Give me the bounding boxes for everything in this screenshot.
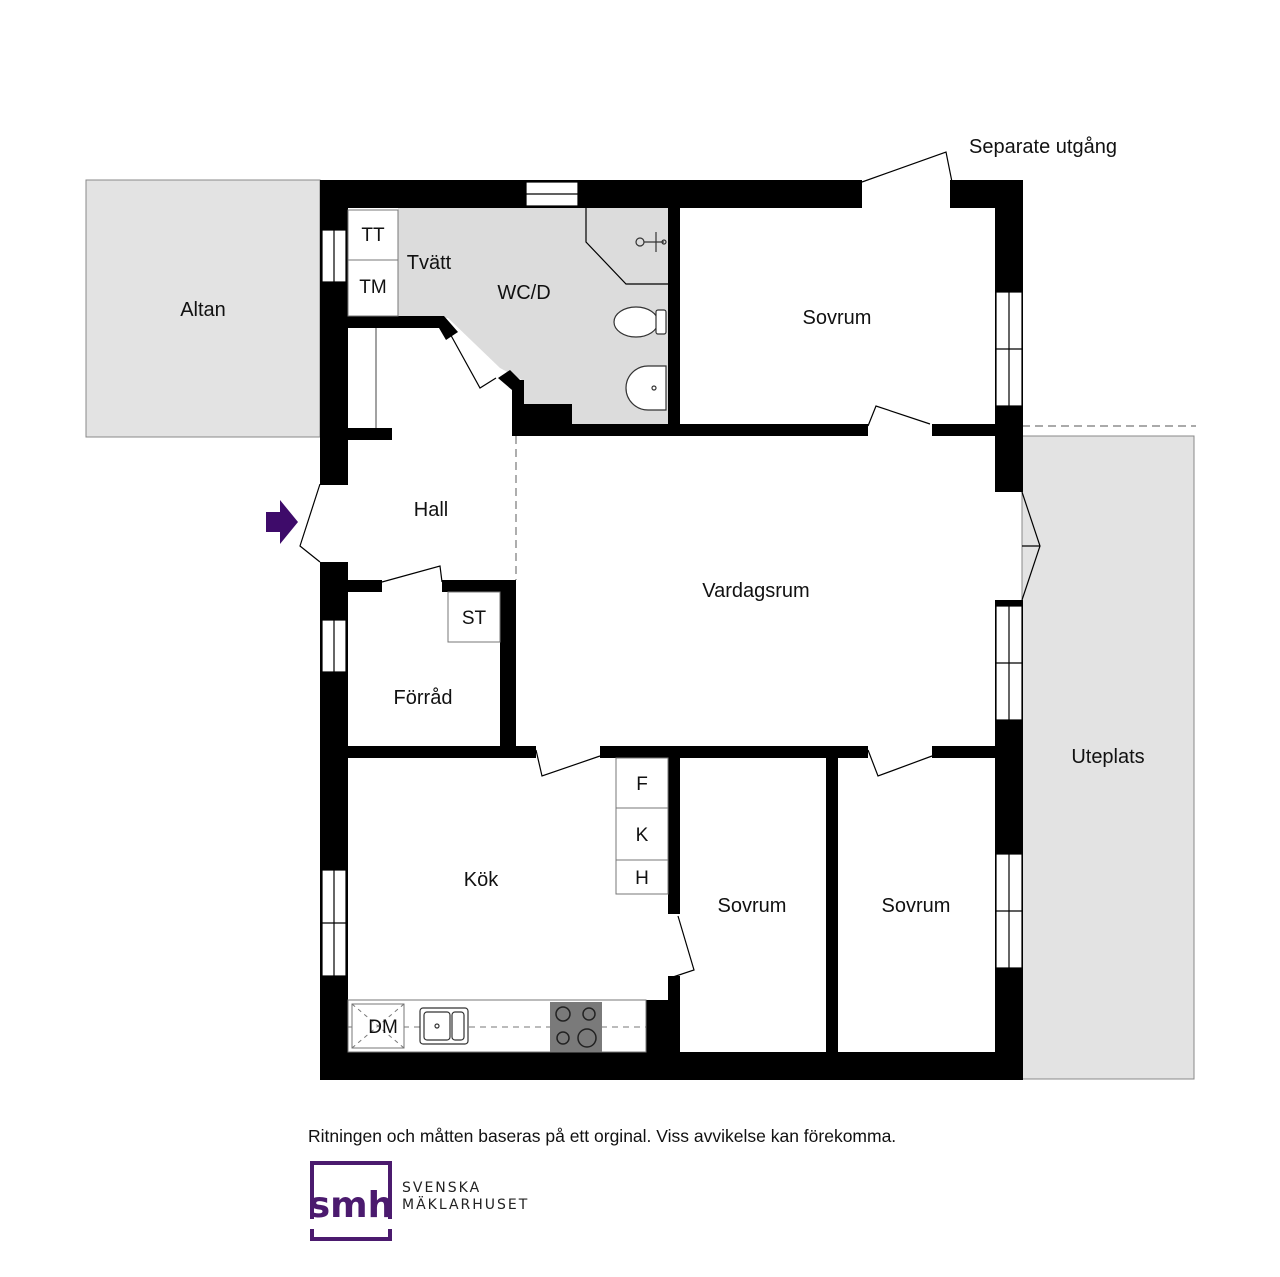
label-forrad: Förråd <box>394 687 453 709</box>
label-vardagsrum: Vardagsrum <box>702 580 809 602</box>
label-dm: DM <box>368 1017 398 1038</box>
label-sovrum-mid: Sovrum <box>718 895 787 917</box>
doors <box>299 151 1041 979</box>
label-sovrum-top: Sovrum <box>803 307 872 329</box>
label-tt: TT <box>361 225 385 246</box>
smh-logo-icon: smh <box>309 1161 394 1241</box>
storage-st-unit <box>447 591 501 643</box>
stove-icon <box>550 1002 602 1052</box>
label-kok: Kök <box>464 869 499 891</box>
brand-line-1: SVENSKA <box>402 1180 482 1196</box>
toilet-icon <box>613 306 667 338</box>
floor-plan: Altan TT TM Tvätt WC/D Sovrum Separate u… <box>85 136 1196 1080</box>
label-tm: TM <box>359 277 386 298</box>
altan-area <box>85 179 321 438</box>
label-tvatt: Tvätt <box>407 252 452 274</box>
label-wcd: WC/D <box>497 282 550 304</box>
wet-room-floor <box>398 208 668 424</box>
kitchen-tall-cabinets <box>615 757 669 895</box>
windows <box>321 181 1023 977</box>
label-sovrum-right: Sovrum <box>882 895 951 917</box>
label-hall: Hall <box>414 499 448 521</box>
laundry-units <box>347 209 399 317</box>
disclaimer-text: Ritningen och måtten baseras på ett orgi… <box>308 1126 897 1146</box>
label-h: H <box>635 868 649 889</box>
interior-walls <box>348 208 996 1054</box>
sink-icon <box>625 365 667 411</box>
label-altan: Altan <box>180 299 226 321</box>
brand-line-2: MÄKLARHUSET <box>402 1197 530 1213</box>
logo-text: smh <box>309 1185 394 1226</box>
brand-name: SVENSKA MÄKLARHUSET <box>402 1180 529 1214</box>
uteplats-area <box>1021 435 1195 1080</box>
label-k: K <box>636 825 649 846</box>
kitchen-sink-icon <box>419 1007 469 1045</box>
label-f: F <box>636 774 648 795</box>
label-separate-exit: Separate utgång <box>969 136 1117 158</box>
label-uteplats: Uteplats <box>1071 746 1144 768</box>
shower-icon <box>635 232 667 252</box>
shower-corner <box>585 208 668 285</box>
label-st: ST <box>462 608 487 629</box>
entrance-arrow-icon <box>266 500 298 544</box>
